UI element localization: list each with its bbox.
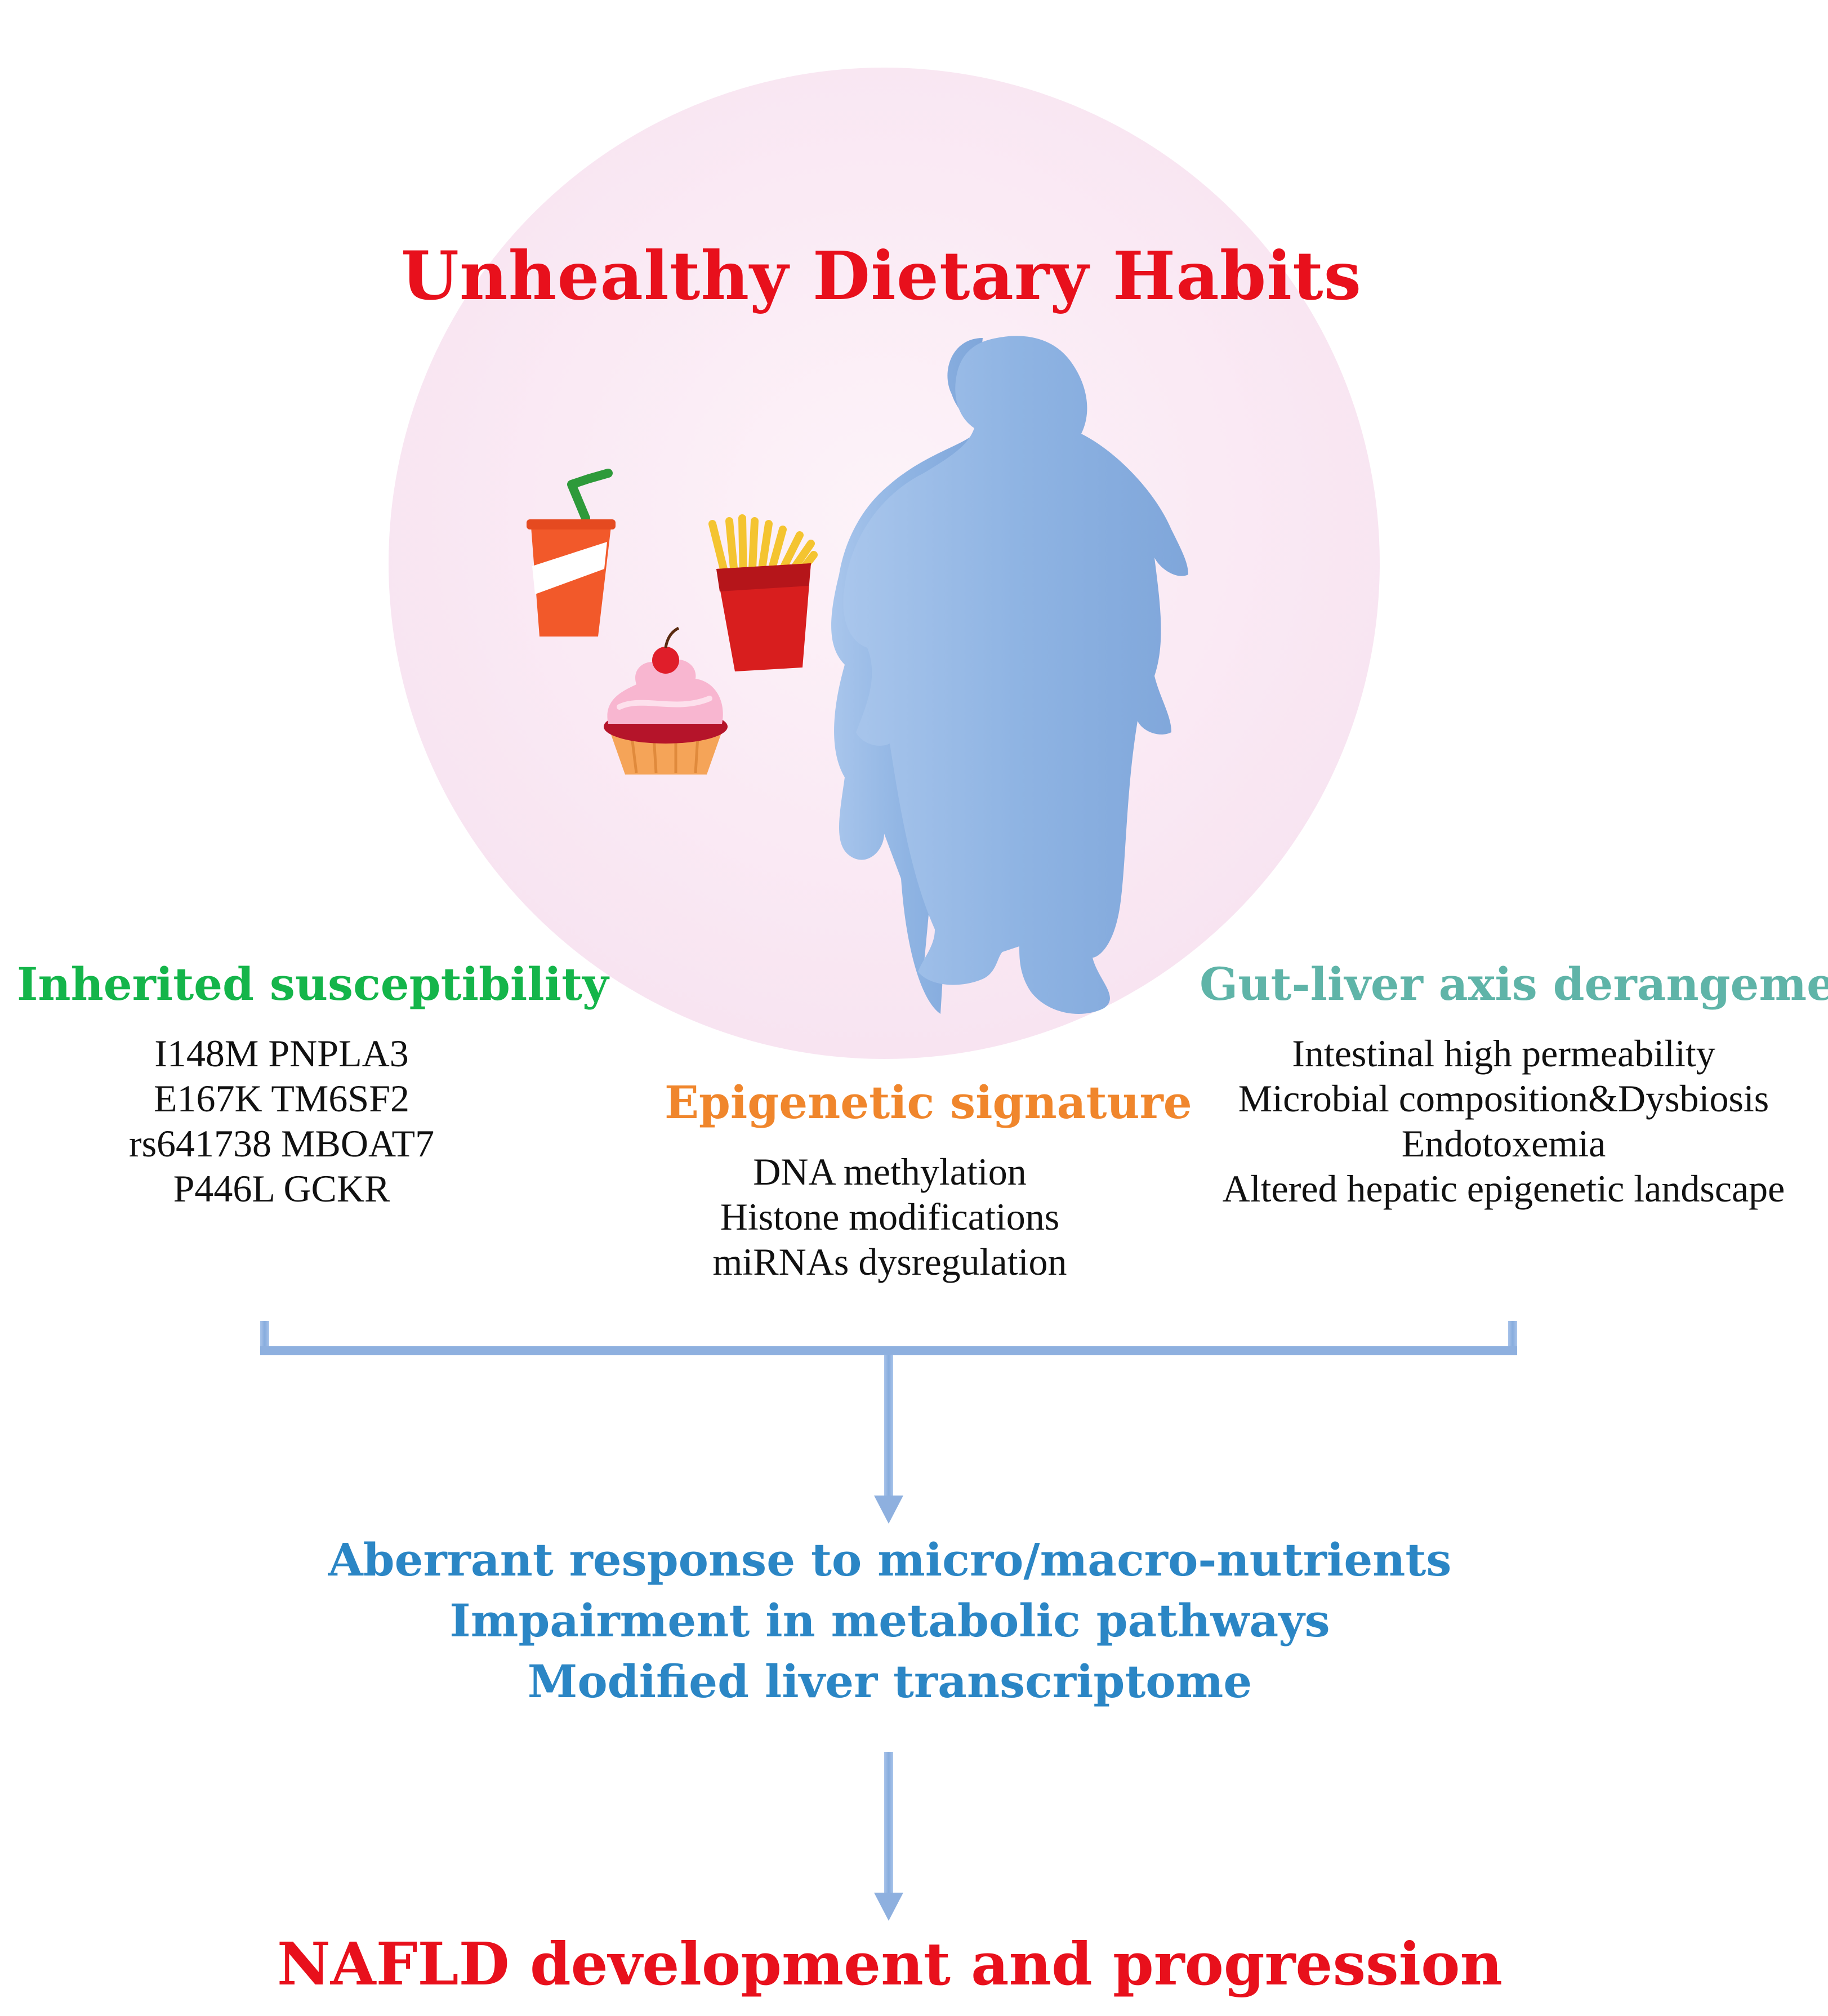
inherited-list: I148M PNPLA3 E167K TM6SF2 rs641738 MBOAT… [34, 1031, 529, 1211]
list-item: DNA methylation [753, 1150, 1027, 1193]
list-item: Microbial composition&Dysbiosis [1238, 1077, 1769, 1120]
arrow-down-icon [874, 1752, 903, 1921]
gut-liver-heading: Gut-liver axis derangement [1200, 958, 1828, 1011]
outcome-item: Impairment in metabolic pathways [449, 1594, 1330, 1647]
list-item: Endotoxemia [1401, 1122, 1606, 1165]
final-outcome: NAFLD development and progression [277, 1929, 1503, 1999]
soda-cup-icon [527, 469, 616, 637]
list-item: Altered hepatic epigenetic landscape [1222, 1167, 1785, 1210]
epigenetic-list: DNA methylation Histone modifications mi… [636, 1149, 1143, 1284]
outcome-list: Aberrant response to micro/macro-nutrien… [282, 1529, 1498, 1712]
outcome-item: Modified liver transcriptome [527, 1655, 1252, 1708]
epigenetic-heading: Epigenetic signature [665, 1076, 1192, 1129]
person-silhouette-icon [831, 336, 1188, 1014]
gut-liver-list: Intestinal high permeability Microbial c… [1183, 1031, 1825, 1211]
arrow-down-icon [874, 1355, 903, 1524]
list-item: rs641738 MBOAT7 [128, 1122, 435, 1165]
french-fries-icon [708, 514, 818, 671]
bracket-connector [260, 1321, 1517, 1355]
inherited-heading: Inherited susceptibility [17, 958, 609, 1011]
outcome-item: Aberrant response to micro/macro-nutrien… [328, 1533, 1452, 1586]
list-item: miRNAs dysregulation [712, 1240, 1067, 1283]
list-item: E167K TM6SF2 [153, 1077, 410, 1120]
diagram-title: Unhealthy Dietary Habits [400, 237, 1362, 315]
cupcake-icon [604, 626, 728, 775]
list-item: I148M PNPLA3 [154, 1032, 409, 1075]
list-item: P446L GCKR [173, 1167, 390, 1210]
list-item: Intestinal high permeability [1292, 1032, 1715, 1075]
list-item: Histone modifications [720, 1195, 1060, 1238]
